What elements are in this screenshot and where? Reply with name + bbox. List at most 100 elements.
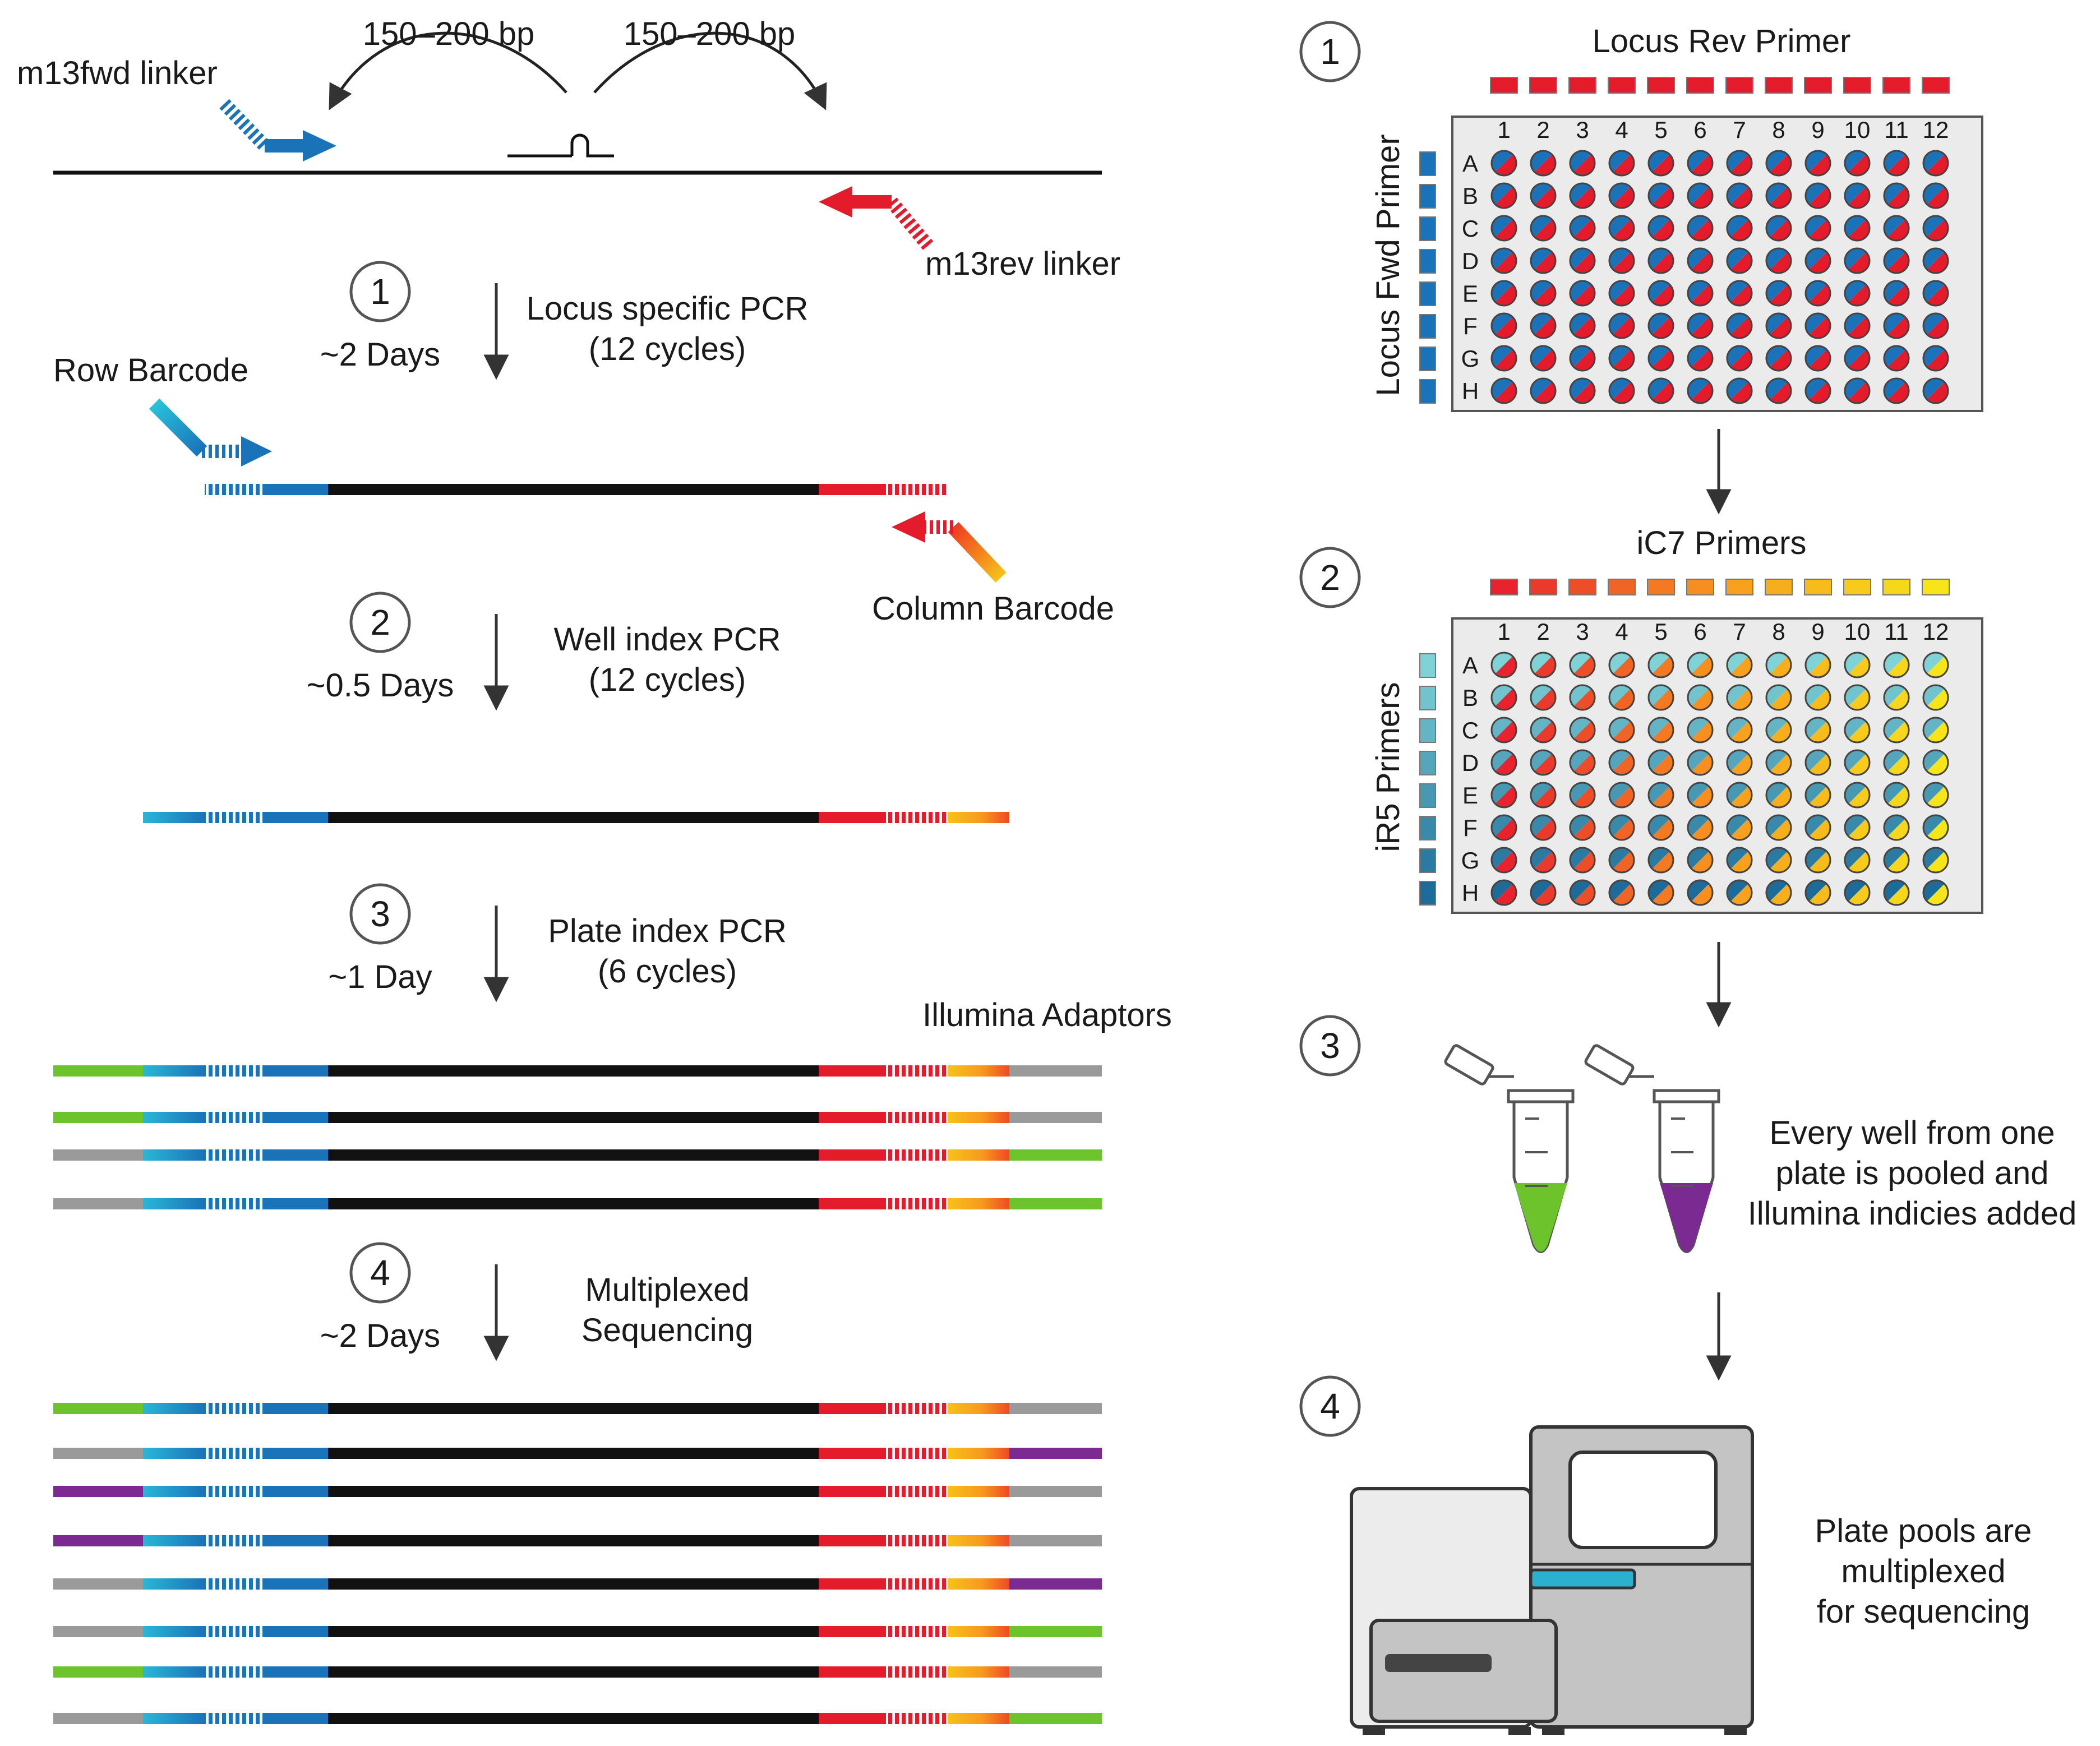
rev-primer-segment bbox=[819, 1065, 886, 1077]
column-primer-swatch bbox=[1490, 579, 1518, 595]
plate-well bbox=[1530, 150, 1557, 177]
plate-well bbox=[1883, 749, 1910, 776]
plate-well bbox=[1647, 749, 1674, 776]
plate-well bbox=[1883, 182, 1910, 209]
left-adaptor bbox=[53, 1149, 143, 1161]
left-adaptor bbox=[53, 1486, 143, 1497]
plate-well bbox=[1490, 280, 1517, 307]
column-number: 10 bbox=[1844, 618, 1871, 645]
column-primer-swatch bbox=[1529, 579, 1557, 595]
amplicon bbox=[53, 1666, 1102, 1678]
column-barcode-label: Column Barcode bbox=[872, 590, 1114, 627]
right-adaptor bbox=[1009, 1713, 1102, 1724]
plate-well bbox=[1804, 215, 1831, 242]
column-barcode-segment bbox=[948, 1578, 1009, 1590]
plate-well bbox=[1726, 847, 1753, 874]
illumina-adaptors-label: Illumina Adaptors bbox=[922, 997, 1172, 1033]
plate-well bbox=[1726, 717, 1753, 743]
row-letter: H bbox=[1462, 378, 1479, 404]
row-barcode-segment bbox=[143, 1198, 205, 1209]
plate-well bbox=[1765, 814, 1792, 841]
plate-well bbox=[1490, 717, 1517, 743]
plate-well bbox=[1726, 782, 1753, 809]
column-number: 6 bbox=[1693, 117, 1706, 143]
column-primer-swatch bbox=[1725, 579, 1753, 595]
fwd-linker-segment bbox=[205, 1486, 266, 1497]
plate-well bbox=[1765, 782, 1792, 809]
plate-well bbox=[1647, 879, 1674, 906]
plate-well bbox=[1804, 377, 1831, 404]
plate-well bbox=[1687, 652, 1714, 678]
rev-linker-segment bbox=[886, 1486, 948, 1497]
plate-well bbox=[1608, 652, 1635, 678]
fwd-linker-segment bbox=[205, 484, 266, 495]
column-primer-swatch bbox=[1725, 77, 1753, 94]
plate-well bbox=[1922, 377, 1949, 404]
fwd-linker-segment bbox=[205, 1666, 266, 1678]
plate-well bbox=[1490, 814, 1517, 841]
plate-well bbox=[1687, 312, 1714, 339]
plate-well bbox=[1608, 782, 1635, 809]
plate-well bbox=[1647, 782, 1674, 809]
column-primer-swatch bbox=[1647, 77, 1675, 94]
row-letter: A bbox=[1462, 150, 1478, 177]
plate-well bbox=[1647, 377, 1674, 404]
insert-segment bbox=[328, 1535, 819, 1546]
rev-linker-segment bbox=[886, 1666, 948, 1678]
column-number: 3 bbox=[1576, 618, 1589, 645]
plate-well bbox=[1844, 215, 1871, 242]
column-primer-swatch bbox=[1804, 77, 1832, 94]
right-adaptor bbox=[1009, 1065, 1102, 1077]
plate-well bbox=[1569, 280, 1596, 307]
column-primer-swatch bbox=[1882, 579, 1910, 595]
row-primer-swatch bbox=[1419, 249, 1436, 274]
plate-well bbox=[1883, 215, 1910, 242]
row-primer-swatch bbox=[1419, 881, 1436, 906]
plate-well bbox=[1844, 280, 1871, 307]
plate-well bbox=[1726, 247, 1753, 274]
plate-well bbox=[1922, 814, 1949, 841]
sequencer-screen bbox=[1568, 1451, 1718, 1549]
pooled-tube-green bbox=[1444, 1044, 1575, 1253]
plate-well bbox=[1569, 182, 1596, 209]
rev-linker-segment bbox=[886, 812, 948, 823]
column-number: 10 bbox=[1844, 117, 1871, 143]
row-primer-swatch bbox=[1419, 848, 1436, 873]
step3-amplicons bbox=[53, 1065, 1102, 1209]
row-letter: F bbox=[1463, 313, 1478, 339]
fwd-linker-segment bbox=[205, 1535, 266, 1546]
rev-primer-segment bbox=[819, 1713, 886, 1724]
column-number: 7 bbox=[1733, 117, 1746, 143]
row-letter: G bbox=[1461, 847, 1480, 874]
plate-well bbox=[1608, 150, 1635, 177]
plate-well bbox=[1883, 150, 1910, 177]
row-barcode-segment bbox=[143, 1535, 205, 1546]
right-adaptor bbox=[1009, 1535, 1102, 1546]
column-primer-swatch bbox=[1568, 579, 1596, 595]
plate-well bbox=[1530, 182, 1557, 209]
amplicon bbox=[53, 1578, 1102, 1590]
row-primer-swatch bbox=[1419, 783, 1436, 808]
row-primer-swatch bbox=[1419, 281, 1436, 306]
column-primer-swatch bbox=[1922, 579, 1950, 595]
plate-well bbox=[1687, 749, 1714, 776]
column-primer-swatch bbox=[1882, 77, 1910, 94]
step-title: Locus specific PCR bbox=[527, 290, 809, 327]
plate-well bbox=[1647, 280, 1674, 307]
plate-well bbox=[1647, 717, 1674, 743]
fwd-primer-segment bbox=[266, 1578, 328, 1590]
plate-well bbox=[1844, 377, 1871, 404]
left-adaptor bbox=[53, 1578, 143, 1590]
rev-primer-segment bbox=[819, 1486, 886, 1497]
row-letter: B bbox=[1462, 183, 1478, 209]
right-step-1-marker: 1 bbox=[1299, 21, 1361, 82]
plate-well bbox=[1765, 652, 1792, 678]
amplicon bbox=[53, 1448, 1102, 1459]
plate-well bbox=[1844, 782, 1871, 809]
plate-well bbox=[1844, 150, 1871, 177]
fwd-primer-segment bbox=[266, 1065, 328, 1077]
column-primer-swatch bbox=[1804, 579, 1832, 595]
row-barcode-segment bbox=[143, 1149, 205, 1161]
right-adaptor bbox=[1009, 1486, 1102, 1497]
